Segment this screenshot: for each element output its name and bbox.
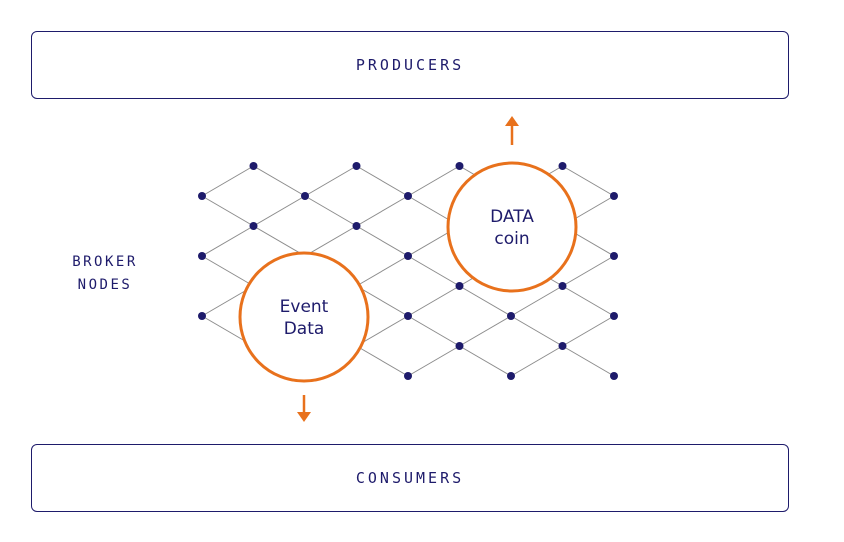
network-edge xyxy=(253,225,306,257)
data-coin-line1: DATA xyxy=(490,207,534,227)
network-edge xyxy=(407,345,460,377)
network-edge xyxy=(304,165,357,197)
network-edge xyxy=(304,225,357,257)
network-edge xyxy=(356,345,409,377)
network-edge xyxy=(253,165,306,197)
broker-node xyxy=(249,222,258,230)
data-coin-line2: coin xyxy=(494,229,530,249)
broker-nodes-line1: BROKER xyxy=(72,254,138,270)
network-edge xyxy=(407,285,460,317)
event-data-line1: Event xyxy=(279,297,329,317)
broker-node xyxy=(404,252,412,260)
network-edge xyxy=(201,225,254,257)
event-data-label: Event Data xyxy=(254,296,354,340)
network-edge xyxy=(459,285,512,317)
broker-node xyxy=(404,312,412,320)
network-edge xyxy=(459,345,512,377)
broker-node xyxy=(249,162,258,170)
network-edge xyxy=(562,165,615,197)
network-edge xyxy=(356,285,409,317)
broker-node xyxy=(455,342,464,350)
data-coin-circle xyxy=(446,161,578,293)
network-edge xyxy=(562,285,615,317)
network-edge xyxy=(407,165,460,197)
network-edge xyxy=(510,285,563,317)
broker-node xyxy=(198,312,206,320)
broker-node xyxy=(558,162,567,170)
network-edge xyxy=(201,255,254,287)
network-edge xyxy=(510,315,563,347)
event-data-circle xyxy=(238,251,370,383)
broker-node xyxy=(404,372,412,380)
producers-box: PRODUCERS xyxy=(31,31,789,99)
broker-node xyxy=(610,312,618,320)
data-coin-label: DATA coin xyxy=(462,206,562,250)
broker-node xyxy=(610,252,618,260)
network-edge xyxy=(562,315,615,347)
network-edge xyxy=(201,195,254,227)
broker-node xyxy=(610,192,618,200)
producers-label: PRODUCERS xyxy=(355,56,465,74)
network-edge xyxy=(201,165,254,197)
event-data-line2: Data xyxy=(283,319,325,339)
network-edge xyxy=(407,255,460,287)
broker-node xyxy=(352,222,361,230)
broker-node xyxy=(301,192,309,200)
consumers-box: CONSUMERS xyxy=(31,444,789,512)
broker-node xyxy=(198,252,206,260)
network-edge xyxy=(510,345,563,377)
broker-node xyxy=(455,282,464,290)
network-edge xyxy=(356,255,409,287)
broker-node xyxy=(610,372,618,380)
network-edge xyxy=(356,195,409,227)
broker-node xyxy=(507,372,515,380)
network-edge xyxy=(304,195,357,227)
network-edge xyxy=(562,345,615,377)
broker-node xyxy=(455,162,464,170)
network-edge xyxy=(356,315,409,347)
network-edge xyxy=(356,165,409,197)
broker-node xyxy=(558,342,567,350)
network-edge xyxy=(562,255,615,287)
network-edge xyxy=(356,225,409,257)
broker-node xyxy=(352,162,361,170)
broker-node xyxy=(558,282,567,290)
network-edge xyxy=(459,315,512,347)
network-edge xyxy=(407,315,460,347)
broker-node xyxy=(198,192,206,200)
down-arrow-icon xyxy=(297,395,311,422)
broker-node xyxy=(404,192,412,200)
up-arrow-icon xyxy=(505,116,519,145)
network-edge xyxy=(253,195,306,227)
consumers-label: CONSUMERS xyxy=(355,469,465,487)
broker-node xyxy=(507,312,515,320)
broker-nodes-label: BROKER NODES xyxy=(58,251,152,297)
broker-nodes-line2: NODES xyxy=(77,277,133,293)
